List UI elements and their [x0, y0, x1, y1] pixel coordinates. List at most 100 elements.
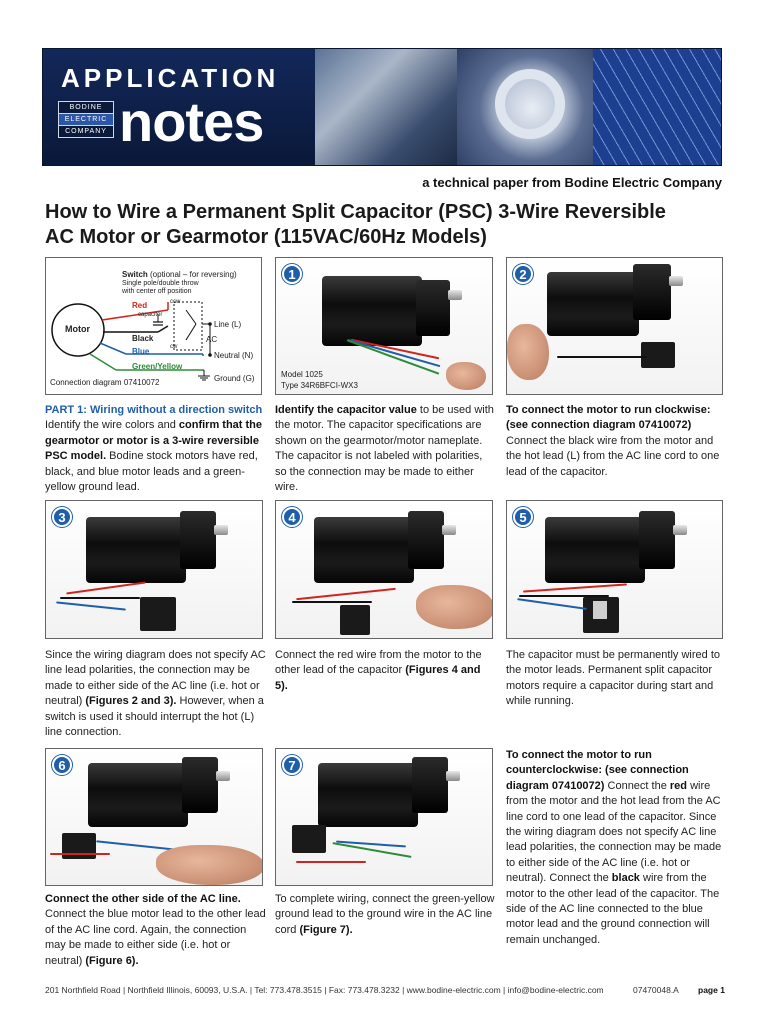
gearbox	[416, 280, 450, 336]
output-shaft	[448, 290, 462, 300]
figure-badge: 4	[282, 507, 302, 527]
capacitor	[641, 342, 675, 368]
notes-word: notes	[119, 90, 264, 153]
black-lead	[60, 597, 140, 599]
clockwise-text: To connect the motor to run clockwise: (…	[506, 403, 724, 480]
gearbox	[182, 757, 218, 813]
ccw-text-c: wire from the motor to the other lead of…	[506, 872, 720, 946]
red-wire-text-figs: (Figures 4 and 5).	[275, 664, 481, 692]
capacitor	[292, 825, 326, 853]
capacitor-label	[593, 601, 607, 619]
diagram-capacitor-label: capacitor	[138, 312, 163, 318]
ccw-black: black	[611, 872, 640, 885]
banner-brand-panel: APPLICATION BODINE ELECTRIC COMPANY note…	[43, 49, 315, 165]
motor-body	[314, 517, 414, 583]
logo-line-1: BODINE	[59, 102, 113, 114]
page-title: How to Wire a Permanent Split Capacitor …	[45, 200, 666, 250]
diagram-switch-desc-2: with center off position	[122, 288, 192, 295]
ccw-text-a: Connect the	[604, 779, 670, 792]
hand	[156, 845, 262, 885]
motor-body	[322, 276, 422, 346]
ground-text-fig: (Figure 7).	[299, 923, 353, 936]
figure-badge: 3	[52, 507, 72, 527]
part-1-heading: PART 1: Wiring without a direction switc…	[45, 404, 263, 416]
tagline: a technical paper from Bodine Electric C…	[422, 175, 722, 190]
output-shaft	[669, 276, 683, 286]
black-lead	[292, 601, 372, 603]
figure-2: 2	[506, 257, 723, 395]
diagram-motor-label: Motor	[65, 324, 90, 334]
ac-line-heading: Connect the other side of the AC line.	[45, 893, 241, 905]
motor-body	[88, 763, 188, 827]
figure-3: 3	[45, 500, 263, 639]
hand	[507, 324, 549, 380]
logo-line-3: COMPANY	[59, 126, 113, 137]
counterclockwise-text: To connect the motor to run counterclock…	[506, 748, 724, 948]
diagram-ac-label: AC	[206, 335, 218, 344]
document-number: 07470048.A	[633, 985, 679, 995]
ccw-red: red	[669, 779, 688, 792]
ccw-text-b: wire from the motor and the hot lead fro…	[506, 779, 722, 885]
output-shaft	[214, 525, 228, 535]
figure-1: 1 Model 1025 Type 34R6BFCI-WX3	[275, 257, 493, 395]
red-lead	[296, 861, 366, 863]
diagram-ground-label: Ground (G)	[214, 374, 255, 383]
figure-6: 6	[45, 748, 263, 886]
output-shaft	[673, 525, 687, 535]
robot-photo	[315, 49, 457, 165]
connection-diagram: Switch (optional – for reversing) Single…	[45, 257, 262, 395]
part-1-text-a: Identify the wire colors and	[45, 419, 179, 432]
footer-address: 201 Northfield Road | Northfield Illinoi…	[45, 985, 604, 995]
diagram-ccw-label: ccw	[170, 299, 181, 305]
gearbox	[408, 511, 444, 569]
figure-badge: 1	[282, 264, 302, 284]
counterclockwise-heading: To connect the motor to run counterclock…	[506, 749, 689, 792]
gearbox	[633, 264, 671, 320]
capacitor-value-body: to be used with the motor. The capacitor…	[275, 404, 494, 494]
capacitor-value-text: Identify the capacitor value to be used …	[275, 403, 495, 495]
figure-7: 7	[275, 748, 493, 886]
diagram-caption: Connection diagram 07410072	[50, 378, 160, 387]
black-lead	[557, 356, 647, 358]
permanent-capacitor-text: The capacitor must be permanently wired …	[506, 649, 720, 708]
gearbox	[412, 757, 448, 813]
black-lead	[519, 595, 609, 597]
polarity-text-a: Since the wiring diagram does not specif…	[45, 649, 266, 708]
red-wire-text: Connect the red wire from the motor to t…	[275, 648, 495, 694]
diagram-blue-label: Blue	[132, 347, 150, 356]
hand	[446, 362, 486, 390]
figure-badge: 5	[513, 507, 533, 527]
diagram-black-label: Black	[132, 334, 154, 343]
polarity-text: Since the wiring diagram does not specif…	[45, 648, 267, 740]
capacitor-value-bold: Identify the capacitor value	[275, 404, 417, 416]
diagram-switch-desc-1: Single pole/double throw	[122, 280, 199, 287]
clockwise-body: Connect the black wire from the motor an…	[506, 434, 720, 478]
gearbox	[639, 511, 675, 569]
figure-1-caption-2: Type 34R6BFCI-WX3	[281, 381, 358, 390]
page-number: page 1	[698, 985, 725, 995]
red-lead	[50, 853, 110, 855]
output-shaft	[216, 771, 230, 781]
application-word: APPLICATION	[61, 63, 280, 93]
company-logo: BODINE ELECTRIC COMPANY	[58, 101, 114, 138]
ground-text-a: To complete wiring, connect the green-ye…	[275, 893, 495, 936]
capacitor	[340, 605, 370, 635]
output-shaft	[446, 771, 460, 781]
mri-ring	[495, 69, 565, 139]
part-1-text-c: Bodine stock motors have red, black, and…	[45, 450, 258, 494]
header-banner: APPLICATION BODINE ELECTRIC COMPANY note…	[42, 48, 722, 166]
figure-5: 5	[506, 500, 723, 639]
ground-text: To complete wiring, connect the green-ye…	[275, 892, 495, 938]
motor-body	[318, 763, 418, 827]
ac-line-text: Connect the other side of the AC line. C…	[45, 892, 267, 969]
motor-body	[545, 517, 645, 583]
capacitor	[62, 833, 96, 859]
part-1-text: PART 1: Wiring without a direction switc…	[45, 403, 265, 495]
gearbox	[180, 511, 216, 569]
wiring-diagram-svg	[51, 301, 212, 381]
capacitor	[140, 597, 176, 631]
ac-line-fig: (Figure 6).	[85, 954, 139, 967]
title-line-1: How to Wire a Permanent Split Capacitor …	[45, 201, 666, 223]
red-wire-text-a: Connect the red wire from the motor to t…	[275, 649, 482, 677]
diagram-neutral-label: Neutral (N)	[214, 351, 254, 360]
